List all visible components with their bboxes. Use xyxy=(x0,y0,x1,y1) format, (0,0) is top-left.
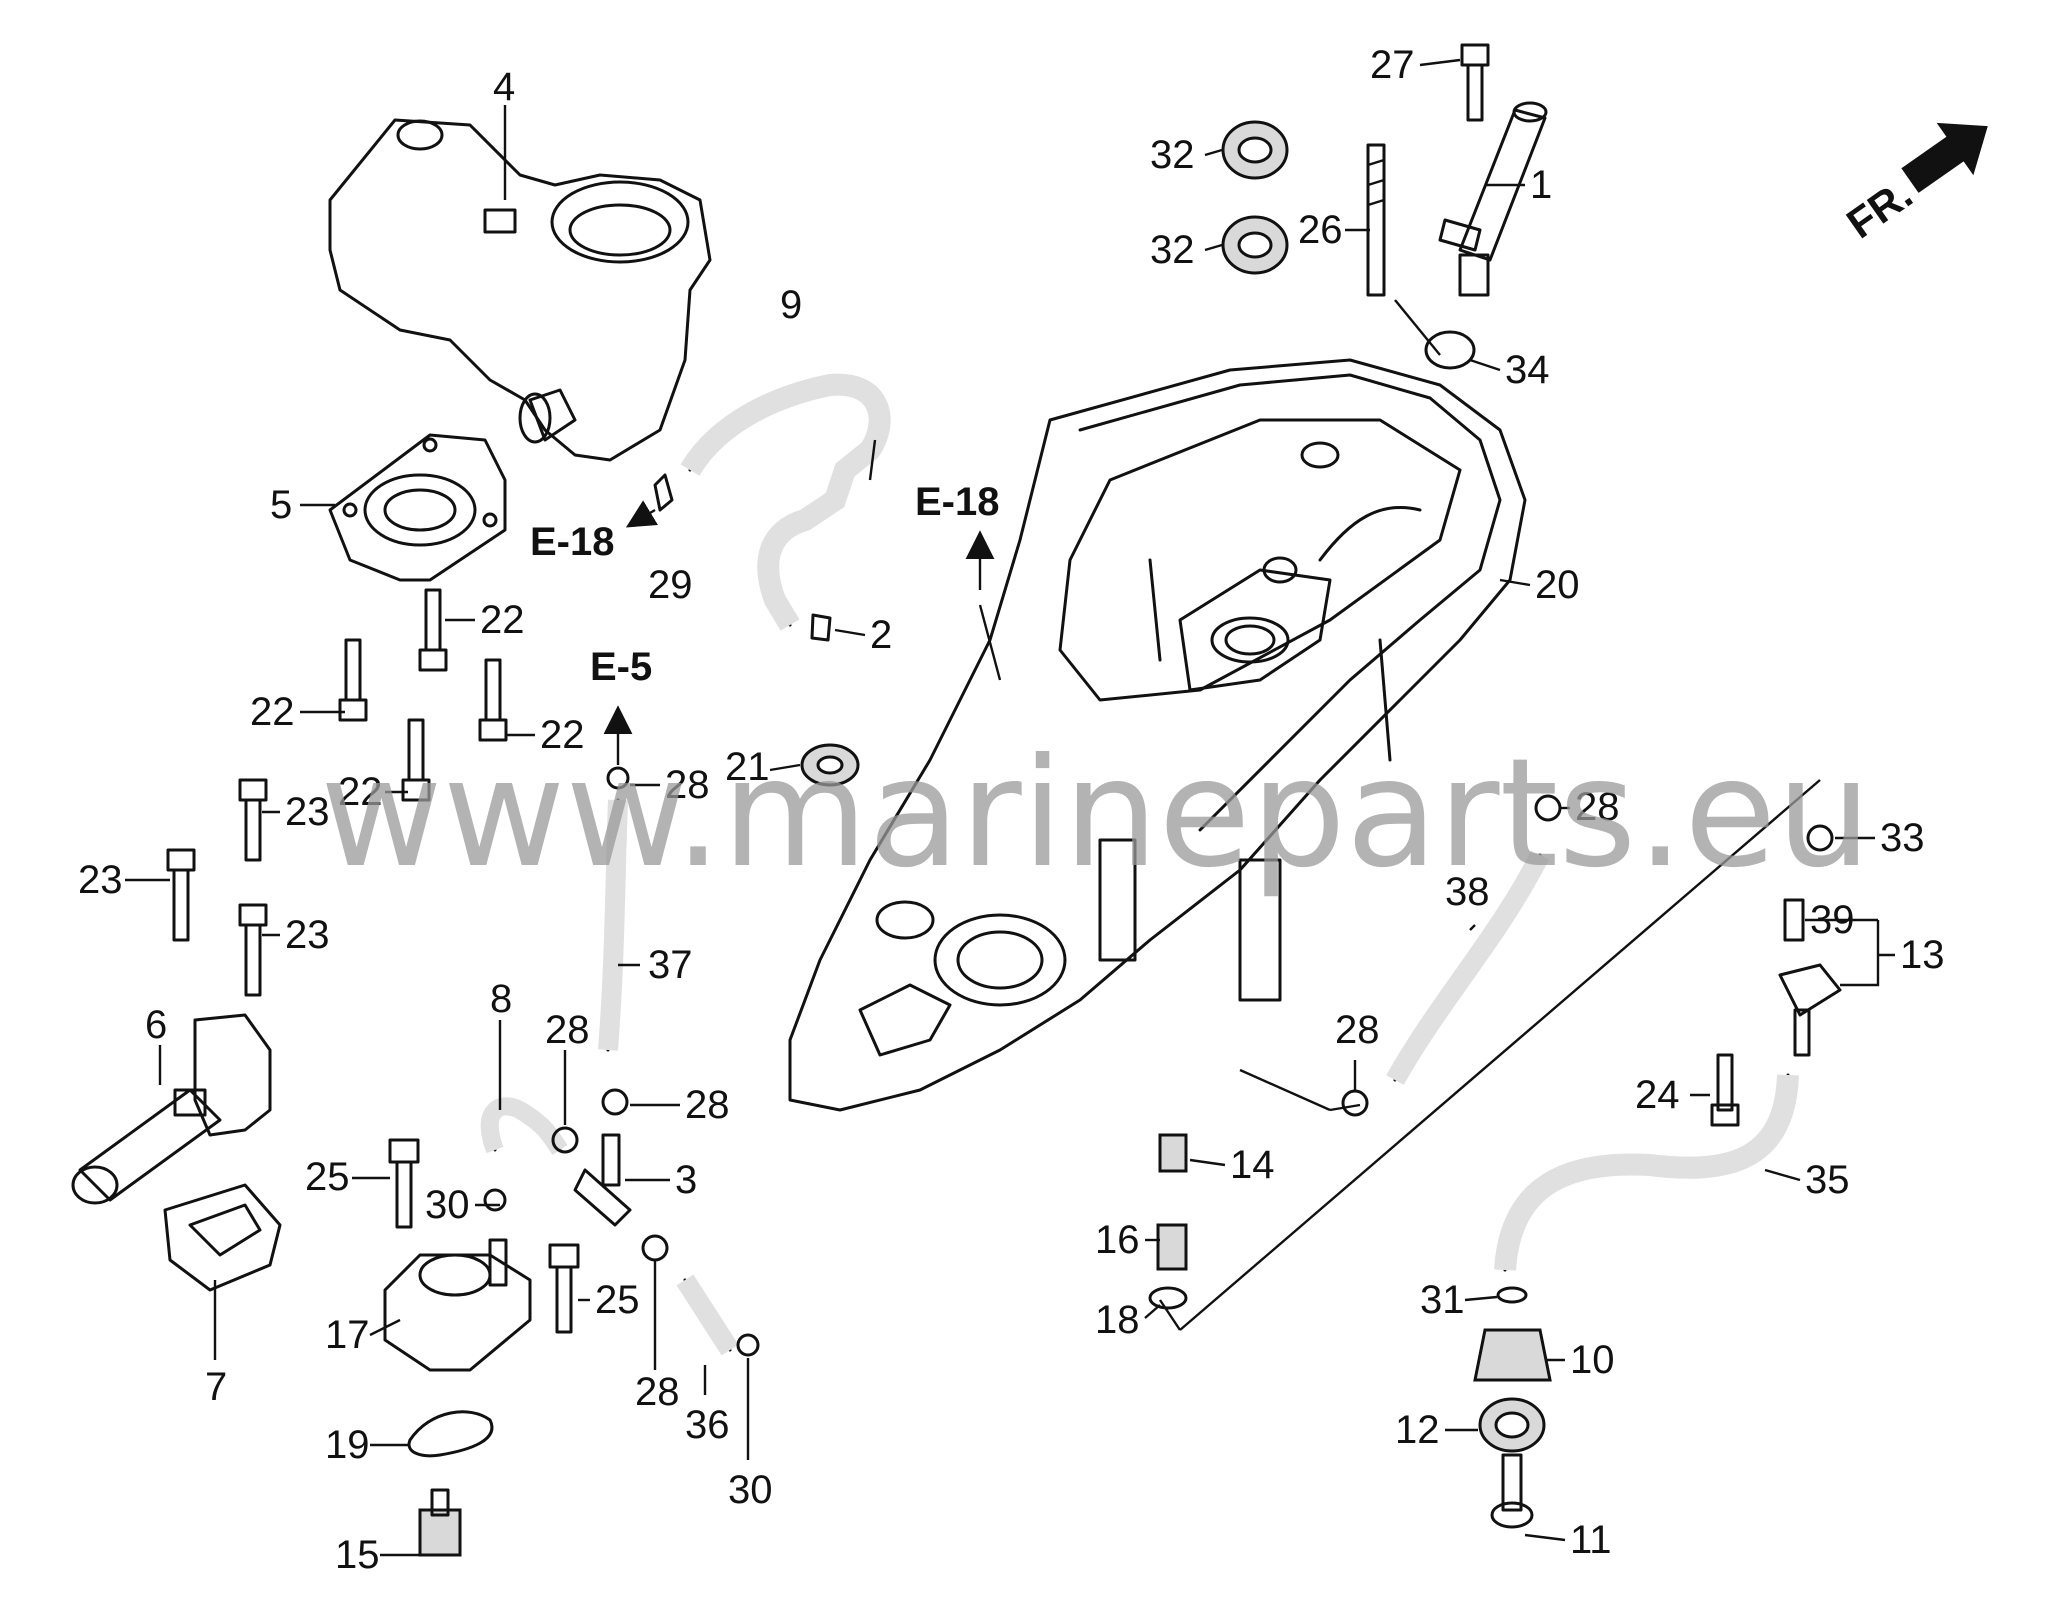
part-13-fitting-assy xyxy=(1778,898,1842,1057)
part-26-stud xyxy=(1366,143,1386,297)
callout-9: 9 xyxy=(780,283,802,327)
callout-5: 5 xyxy=(270,483,292,527)
callout-34: 34 xyxy=(1505,348,1550,392)
callout-23c: 23 xyxy=(285,913,330,957)
part-24-bolt xyxy=(1710,1053,1740,1127)
part-1-pipe xyxy=(1438,101,1548,297)
callout-38: 38 xyxy=(1445,870,1490,914)
part-37-hose xyxy=(598,798,628,1052)
part-8-hose xyxy=(480,1097,568,1155)
callout-11: 11 xyxy=(1570,1518,1612,1562)
callout-3: 3 xyxy=(675,1158,697,1202)
front-marker-label: FR. xyxy=(1838,170,1920,247)
part-5-plate xyxy=(328,433,507,582)
callout-22a: 22 xyxy=(480,598,525,642)
part-31-10-12-11 xyxy=(1473,1286,1552,1529)
callout-23b: 23 xyxy=(78,858,123,902)
callout-28e: 28 xyxy=(1575,785,1620,829)
ref-e5: E-5 xyxy=(590,645,652,689)
part-2-clip xyxy=(810,613,832,642)
callout-22b: 22 xyxy=(250,690,295,734)
part-38-hose xyxy=(1386,850,1549,1085)
part-3-fitting xyxy=(573,1133,632,1227)
callout-32a: 32 xyxy=(1150,133,1195,177)
callout-27: 27 xyxy=(1370,43,1415,87)
callout-28c: 28 xyxy=(685,1083,730,1127)
part-14-16-18 xyxy=(1148,1133,1188,1310)
callout-37: 37 xyxy=(648,943,693,987)
callout-30a: 30 xyxy=(425,1183,470,1227)
part-23-bolts xyxy=(166,778,268,997)
callout-28d: 28 xyxy=(635,1370,680,1414)
callout-39: 39 xyxy=(1810,898,1855,942)
part-9-hose xyxy=(680,373,891,631)
leader-lines xyxy=(125,58,1895,1557)
watermark: www.marineparts.eu xyxy=(320,727,1872,901)
callout-6: 6 xyxy=(145,1003,167,1047)
callout-21: 21 xyxy=(725,745,770,789)
callout-33: 33 xyxy=(1880,816,1925,860)
callout-7: 7 xyxy=(205,1365,227,1409)
callout-22d: 22 xyxy=(338,770,383,814)
callout-28a: 28 xyxy=(665,763,710,807)
part-17-cover xyxy=(383,1238,532,1372)
callout-22c: 22 xyxy=(540,713,585,757)
part-35-hose xyxy=(1494,1073,1799,1272)
callout-14: 14 xyxy=(1230,1143,1275,1187)
callout-13: 13 xyxy=(1900,933,1945,977)
callout-35: 35 xyxy=(1805,1158,1850,1202)
callout-24: 24 xyxy=(1635,1073,1680,1117)
callout-36: 36 xyxy=(685,1403,730,1447)
callout-25a: 25 xyxy=(305,1155,350,1199)
part-4-housing xyxy=(328,118,712,462)
callout-28b: 28 xyxy=(545,1008,590,1052)
part-27-bolt xyxy=(1460,43,1490,122)
part-7-gasket xyxy=(163,1183,282,1292)
callout-numbers: 1 2 3 4 5 6 7 8 9 10 11 12 13 14 15 16 1… xyxy=(78,43,1945,1577)
callout-18: 18 xyxy=(1095,1298,1140,1342)
callout-2: 2 xyxy=(870,613,892,657)
part-22-bolts xyxy=(338,588,508,802)
ref-e18-left: E-18 xyxy=(530,520,615,564)
part-36-hose xyxy=(676,1274,739,1356)
callout-15: 15 xyxy=(335,1533,380,1577)
callout-1: 1 xyxy=(1530,163,1552,207)
callout-29: 29 xyxy=(648,563,693,607)
part-34-o-ring xyxy=(1424,330,1476,370)
callout-25b: 25 xyxy=(595,1278,640,1322)
callout-16: 16 xyxy=(1095,1218,1140,1262)
callout-4: 4 xyxy=(493,65,515,109)
part-25-bolts xyxy=(388,1138,580,1334)
callout-31: 31 xyxy=(1420,1278,1465,1322)
callout-20: 20 xyxy=(1535,563,1580,607)
callout-23a: 23 xyxy=(285,790,330,834)
part-19-gasket xyxy=(407,1410,494,1458)
callout-28f: 28 xyxy=(1335,1008,1380,1052)
part-29-clip xyxy=(653,473,674,512)
callout-32b: 32 xyxy=(1150,228,1195,272)
part-21-grommet xyxy=(800,743,860,787)
callout-12: 12 xyxy=(1395,1408,1440,1452)
front-direction-marker: FR. xyxy=(1838,122,1988,247)
ref-e18-center: E-18 xyxy=(915,480,1000,524)
part-33-nut xyxy=(1806,824,1834,852)
callout-8: 8 xyxy=(490,977,512,1021)
part-32-seals xyxy=(1221,120,1289,275)
callout-17: 17 xyxy=(325,1313,370,1357)
part-20-oil-case xyxy=(788,358,1527,1112)
callout-10: 10 xyxy=(1570,1338,1615,1382)
callout-19: 19 xyxy=(325,1423,370,1467)
part-15-thermostat xyxy=(418,1488,462,1557)
callout-30b: 30 xyxy=(728,1468,773,1512)
part-30-clips xyxy=(483,1188,760,1357)
callout-26: 26 xyxy=(1298,208,1343,252)
part-6-pipe xyxy=(71,1013,272,1205)
